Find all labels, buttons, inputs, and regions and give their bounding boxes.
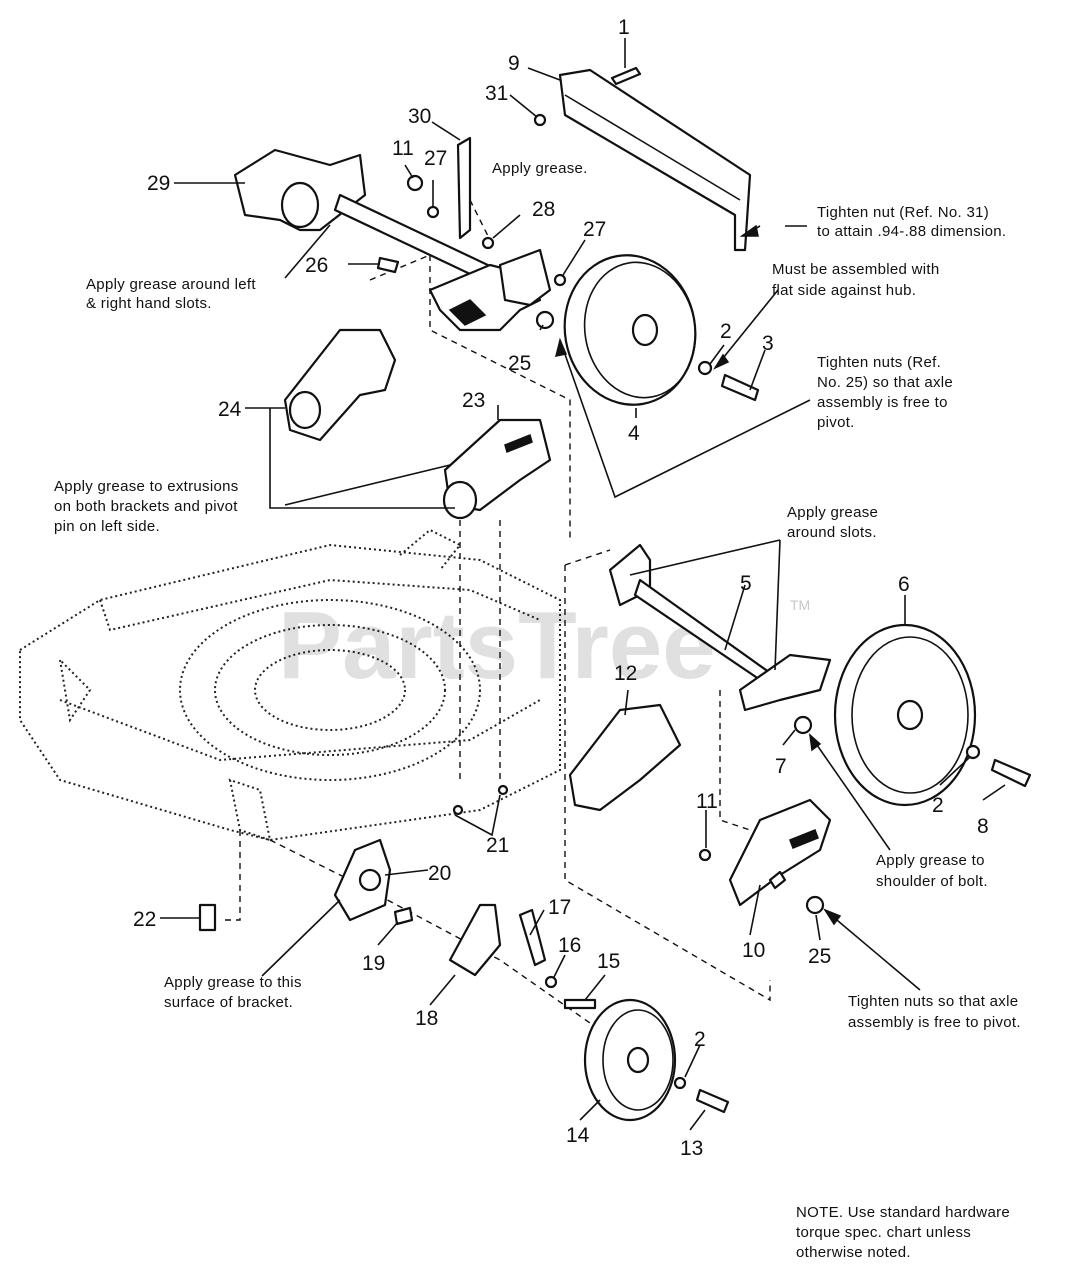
callout-13: 13	[680, 1137, 703, 1160]
note-tighten-25-l4: pivot.	[817, 414, 855, 431]
rear-axle-assembly	[233, 136, 567, 332]
bracket-23	[442, 418, 552, 520]
note-tighten-nuts-l2: assembly is free to pivot.	[848, 1014, 1021, 1031]
callout-3: 3	[762, 332, 774, 355]
mower-deck-outline	[19, 528, 561, 842]
note-surface-l1: Apply grease to this	[164, 974, 302, 991]
note-around-slots-l1: Apply grease	[787, 504, 878, 521]
callout-19: 19	[362, 952, 385, 975]
callout-1: 1	[618, 16, 630, 39]
callout-6: 6	[898, 573, 910, 596]
callout-30: 30	[408, 105, 431, 128]
note-extrusions-l2: on both brackets and pivot	[54, 498, 238, 515]
callout-4: 4	[628, 422, 640, 445]
assembly-lines	[225, 79, 771, 1031]
leader-lines	[160, 38, 1006, 1131]
note-around-slots-l2: around slots.	[787, 524, 877, 541]
callout-2b: 2	[932, 794, 944, 817]
watermark-text: PartsTree	[278, 592, 716, 699]
callout-25: 25	[508, 352, 531, 375]
callout-22: 22	[133, 908, 156, 931]
callout-28: 28	[532, 198, 555, 221]
callout-numbers: 1 9 31 30 11 27 28 29 26 27 25 2 3 24 23…	[133, 16, 989, 1160]
callout-12: 12	[614, 662, 637, 685]
callout-26: 26	[305, 254, 328, 277]
callout-15: 15	[597, 950, 620, 973]
bracket-10	[698, 798, 832, 915]
watermark-trademark: TM	[790, 597, 810, 613]
callout-8: 8	[977, 815, 989, 838]
callout-27: 27	[424, 147, 447, 170]
note-tighten-31-l2: to attain .94-.88 dimension.	[817, 223, 1006, 240]
front-wheel-6	[833, 623, 1032, 807]
callout-24: 24	[218, 398, 242, 421]
note-extrusions-l3: pin on left side.	[54, 518, 160, 535]
callout-23: 23	[462, 389, 485, 412]
rear-wheel-4	[563, 254, 760, 406]
height-adjuster-assembly	[198, 784, 597, 1010]
note-tighten-31-l1: Tighten nut (Ref. No. 31)	[817, 204, 989, 221]
note-bottom-l3: otherwise noted.	[796, 1244, 911, 1261]
bracket-24	[283, 328, 397, 442]
callout-20: 20	[428, 862, 451, 885]
callout-9: 9	[508, 52, 520, 75]
callout-16: 16	[558, 934, 581, 957]
callout-11: 11	[392, 137, 414, 160]
callout-7: 7	[775, 755, 787, 778]
callout-27b: 27	[583, 218, 606, 241]
note-grease-slots-l2: & right hand slots.	[86, 295, 212, 312]
note-apply-grease: Apply grease.	[492, 160, 588, 177]
note-flat-side-l1: Must be assembled with	[772, 261, 940, 278]
callout-17: 17	[548, 896, 571, 919]
note-tighten-nuts-l1: Tighten nuts so that axle	[848, 993, 1018, 1010]
callout-11b: 11	[696, 790, 718, 813]
note-extrusions-l1: Apply grease to extrusions	[54, 478, 239, 495]
note-tighten-25-l2: No. 25) so that axle	[817, 374, 953, 391]
note-bottom-l1: NOTE. Use standard hardware	[796, 1204, 1010, 1221]
note-shoulder-l2: shoulder of bolt.	[876, 873, 988, 890]
callout-31: 31	[485, 82, 508, 105]
note-surface-l2: surface of bracket.	[164, 994, 293, 1011]
callout-14: 14	[566, 1124, 590, 1147]
callout-2: 2	[720, 320, 732, 343]
note-grease-slots-l1: Apply grease around left	[86, 276, 256, 293]
handle-bracket-9	[533, 66, 752, 252]
callout-2c: 2	[694, 1028, 706, 1051]
note-tighten-25-l1: Tighten nuts (Ref.	[817, 354, 941, 371]
callout-18: 18	[415, 1007, 438, 1030]
callout-29: 29	[147, 172, 170, 195]
note-shoulder-l1: Apply grease to	[876, 852, 985, 869]
arrowheads	[554, 224, 842, 926]
callout-25b: 25	[808, 945, 831, 968]
callout-10: 10	[742, 939, 765, 962]
bracket-12	[568, 703, 682, 812]
annotation-notes: Apply grease. Tighten nut (Ref. No. 31) …	[54, 160, 1021, 1261]
note-bottom-l2: torque spec. chart unless	[796, 1224, 971, 1241]
callout-5: 5	[740, 572, 752, 595]
note-tighten-25-l3: assembly is free to	[817, 394, 948, 411]
callout-21: 21	[486, 834, 509, 857]
note-flat-side-l2: flat side against hub.	[772, 282, 916, 299]
small-wheel-14	[583, 998, 730, 1122]
